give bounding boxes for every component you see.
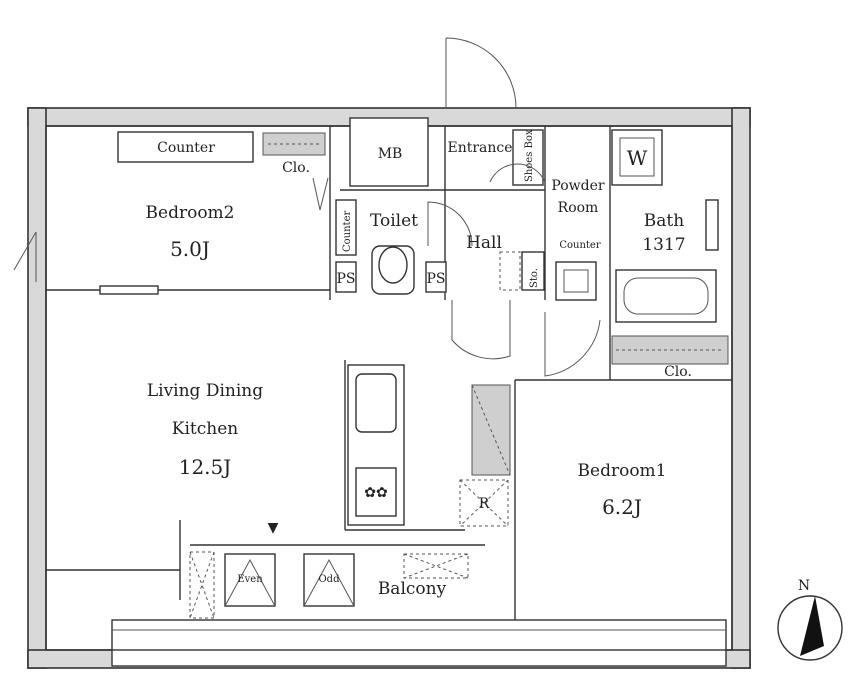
powder-room-label-2: Room bbox=[558, 200, 599, 216]
meter-box bbox=[349, 117, 429, 187]
down-arrow-icon: ▼ bbox=[268, 520, 279, 536]
powder-door-swing bbox=[544, 312, 601, 377]
counter-toilet bbox=[335, 199, 357, 256]
living-label-1: Living Dining bbox=[147, 381, 263, 401]
outdoor-unit-even bbox=[224, 553, 276, 607]
bedroom1-label: Bedroom1 bbox=[578, 461, 667, 481]
balcony-hatch bbox=[403, 553, 469, 579]
north-arrow-icon bbox=[800, 596, 824, 656]
washbasin bbox=[555, 261, 597, 301]
bedroom1-area: 6.2J bbox=[602, 495, 642, 519]
compass-north-label: N bbox=[798, 578, 810, 594]
bedroom2-area: 5.0J bbox=[170, 237, 210, 261]
storage-sto-label: Sto. bbox=[529, 268, 540, 288]
counter-powder-label: Counter bbox=[559, 240, 600, 251]
balcony-label: Balcony bbox=[378, 579, 447, 599]
refrigerator-label: R bbox=[479, 496, 490, 512]
living-label-2: Kitchen bbox=[172, 419, 238, 439]
toilet-bowl bbox=[378, 246, 408, 284]
ps-left-label: PS bbox=[336, 271, 355, 287]
north-compass: N bbox=[777, 578, 843, 661]
shoes-box-label: Shoes Box bbox=[524, 129, 535, 182]
shoes-box bbox=[512, 129, 544, 186]
counter-bedroom2 bbox=[117, 131, 254, 163]
powder-room-label-1: Powder bbox=[551, 178, 605, 194]
washer-label: W bbox=[627, 146, 648, 170]
outdoor-unit-odd bbox=[303, 553, 355, 607]
meter-box-label: MB bbox=[378, 146, 403, 162]
hall-door-swing bbox=[451, 300, 511, 360]
bath-size: 1317 bbox=[642, 235, 685, 255]
toilet-door-swing bbox=[427, 201, 473, 247]
toilet-label: Toilet bbox=[370, 211, 418, 231]
closet-bedroom2-label: Clo. bbox=[282, 160, 310, 176]
window-bedroom2 bbox=[13, 231, 37, 282]
balcony-storage bbox=[189, 551, 215, 619]
outdoor-unit-even-label: Even bbox=[237, 574, 263, 585]
bedroom2-label: Bedroom2 bbox=[146, 203, 235, 223]
outdoor-unit-odd-label: Odd bbox=[318, 574, 340, 585]
counter-toilet-label: Counter bbox=[342, 211, 353, 252]
entrance-door-swing bbox=[445, 37, 517, 109]
bath-label: Bath bbox=[644, 211, 684, 231]
refrigerator bbox=[459, 479, 509, 527]
hall-label: Hall bbox=[466, 233, 502, 253]
stove-burners-icon: ✿✿ bbox=[364, 485, 387, 501]
ps-left bbox=[335, 261, 357, 293]
counter-bedroom2-label: Counter bbox=[157, 140, 215, 156]
kitchen-stove bbox=[355, 467, 397, 517]
kitchen-sink bbox=[355, 373, 397, 433]
closet-bedroom1-label: Clo. bbox=[664, 364, 692, 380]
ps-right-label: PS bbox=[426, 271, 445, 287]
entrance-label: Entrance bbox=[447, 140, 512, 156]
living-area: 12.5J bbox=[179, 455, 232, 479]
storage-sto bbox=[521, 251, 545, 291]
storage-hall bbox=[499, 251, 521, 291]
ps-right bbox=[425, 261, 447, 293]
